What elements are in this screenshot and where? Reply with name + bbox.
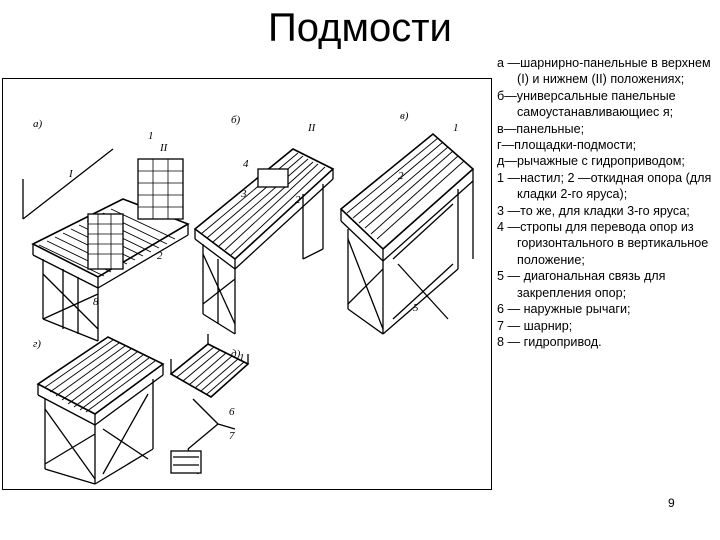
label-n2-a: 2 [157, 250, 163, 262]
label-n3-b: 3 [240, 188, 247, 200]
legend-item: 8 — гидропривод. [497, 334, 602, 349]
label-n7-d: 7 [229, 430, 235, 442]
label-n1-v: 1 [453, 122, 459, 134]
legend-item: г—площадки-подмости; [497, 138, 637, 153]
scaffold-v [339, 132, 475, 335]
label-n6-d: 6 [229, 406, 235, 418]
slide-title: Подмости [268, 6, 452, 50]
label-n2-v: 2 [398, 170, 404, 182]
label-n1-d: 1 [239, 352, 245, 364]
legend-item: б—универсальные панельные самоустанавлив… [497, 88, 676, 120]
legend-item: в—панельные; [497, 121, 585, 136]
label-n1-a: 1 [148, 130, 154, 142]
legend-item: 4 —стропы для перевода опор из горизонта… [497, 220, 709, 267]
legend-text: а —шарнирно-панельные в верхнем (I) и ни… [497, 55, 719, 350]
label-v: в) [400, 110, 409, 122]
label-n5-v: 5 [413, 302, 419, 314]
legend-item: 1 —настил; 2 —откидная опора (для кладки… [497, 170, 712, 202]
scaffold-a [22, 148, 190, 342]
label-n4-b: 4 [243, 158, 249, 170]
scaffold-b [193, 148, 335, 335]
page-number: 9 [668, 496, 675, 510]
label-n8-a: 8 [93, 296, 99, 308]
scaffold-g [36, 336, 165, 485]
label-a: а) [33, 118, 43, 130]
label-b: б) [231, 114, 241, 126]
legend-item: 5 — диагональная связь для закрепления о… [497, 269, 666, 300]
scaffold-d [169, 334, 250, 475]
label-g: г) [33, 338, 41, 350]
label-d: д) [231, 348, 241, 360]
label-roman-2-b: II [307, 122, 317, 134]
scaffold-drawing: а) б) в) г) д) II I II 1 2 8 4 3 2 1 2 5… [2, 78, 492, 490]
label-roman-1: I [68, 168, 74, 180]
legend-item: д—рычажные с гидроприводом; [497, 154, 685, 169]
legend-item: 6 — наружные рычаги; [497, 302, 631, 317]
legend-item: 7 — шарнир; [497, 318, 573, 333]
scaffold-illustration: а) б) в) г) д) II I II 1 2 8 4 3 2 1 2 5… [22, 110, 475, 485]
legend-item: а —шарнирно-панельные в верхнем (I) и ни… [497, 56, 711, 87]
label-roman-2-a: II [159, 142, 169, 154]
label-n2-b: 2 [295, 194, 301, 206]
legend-item: 3 —то же, для кладки 3-го яруса; [497, 203, 690, 218]
